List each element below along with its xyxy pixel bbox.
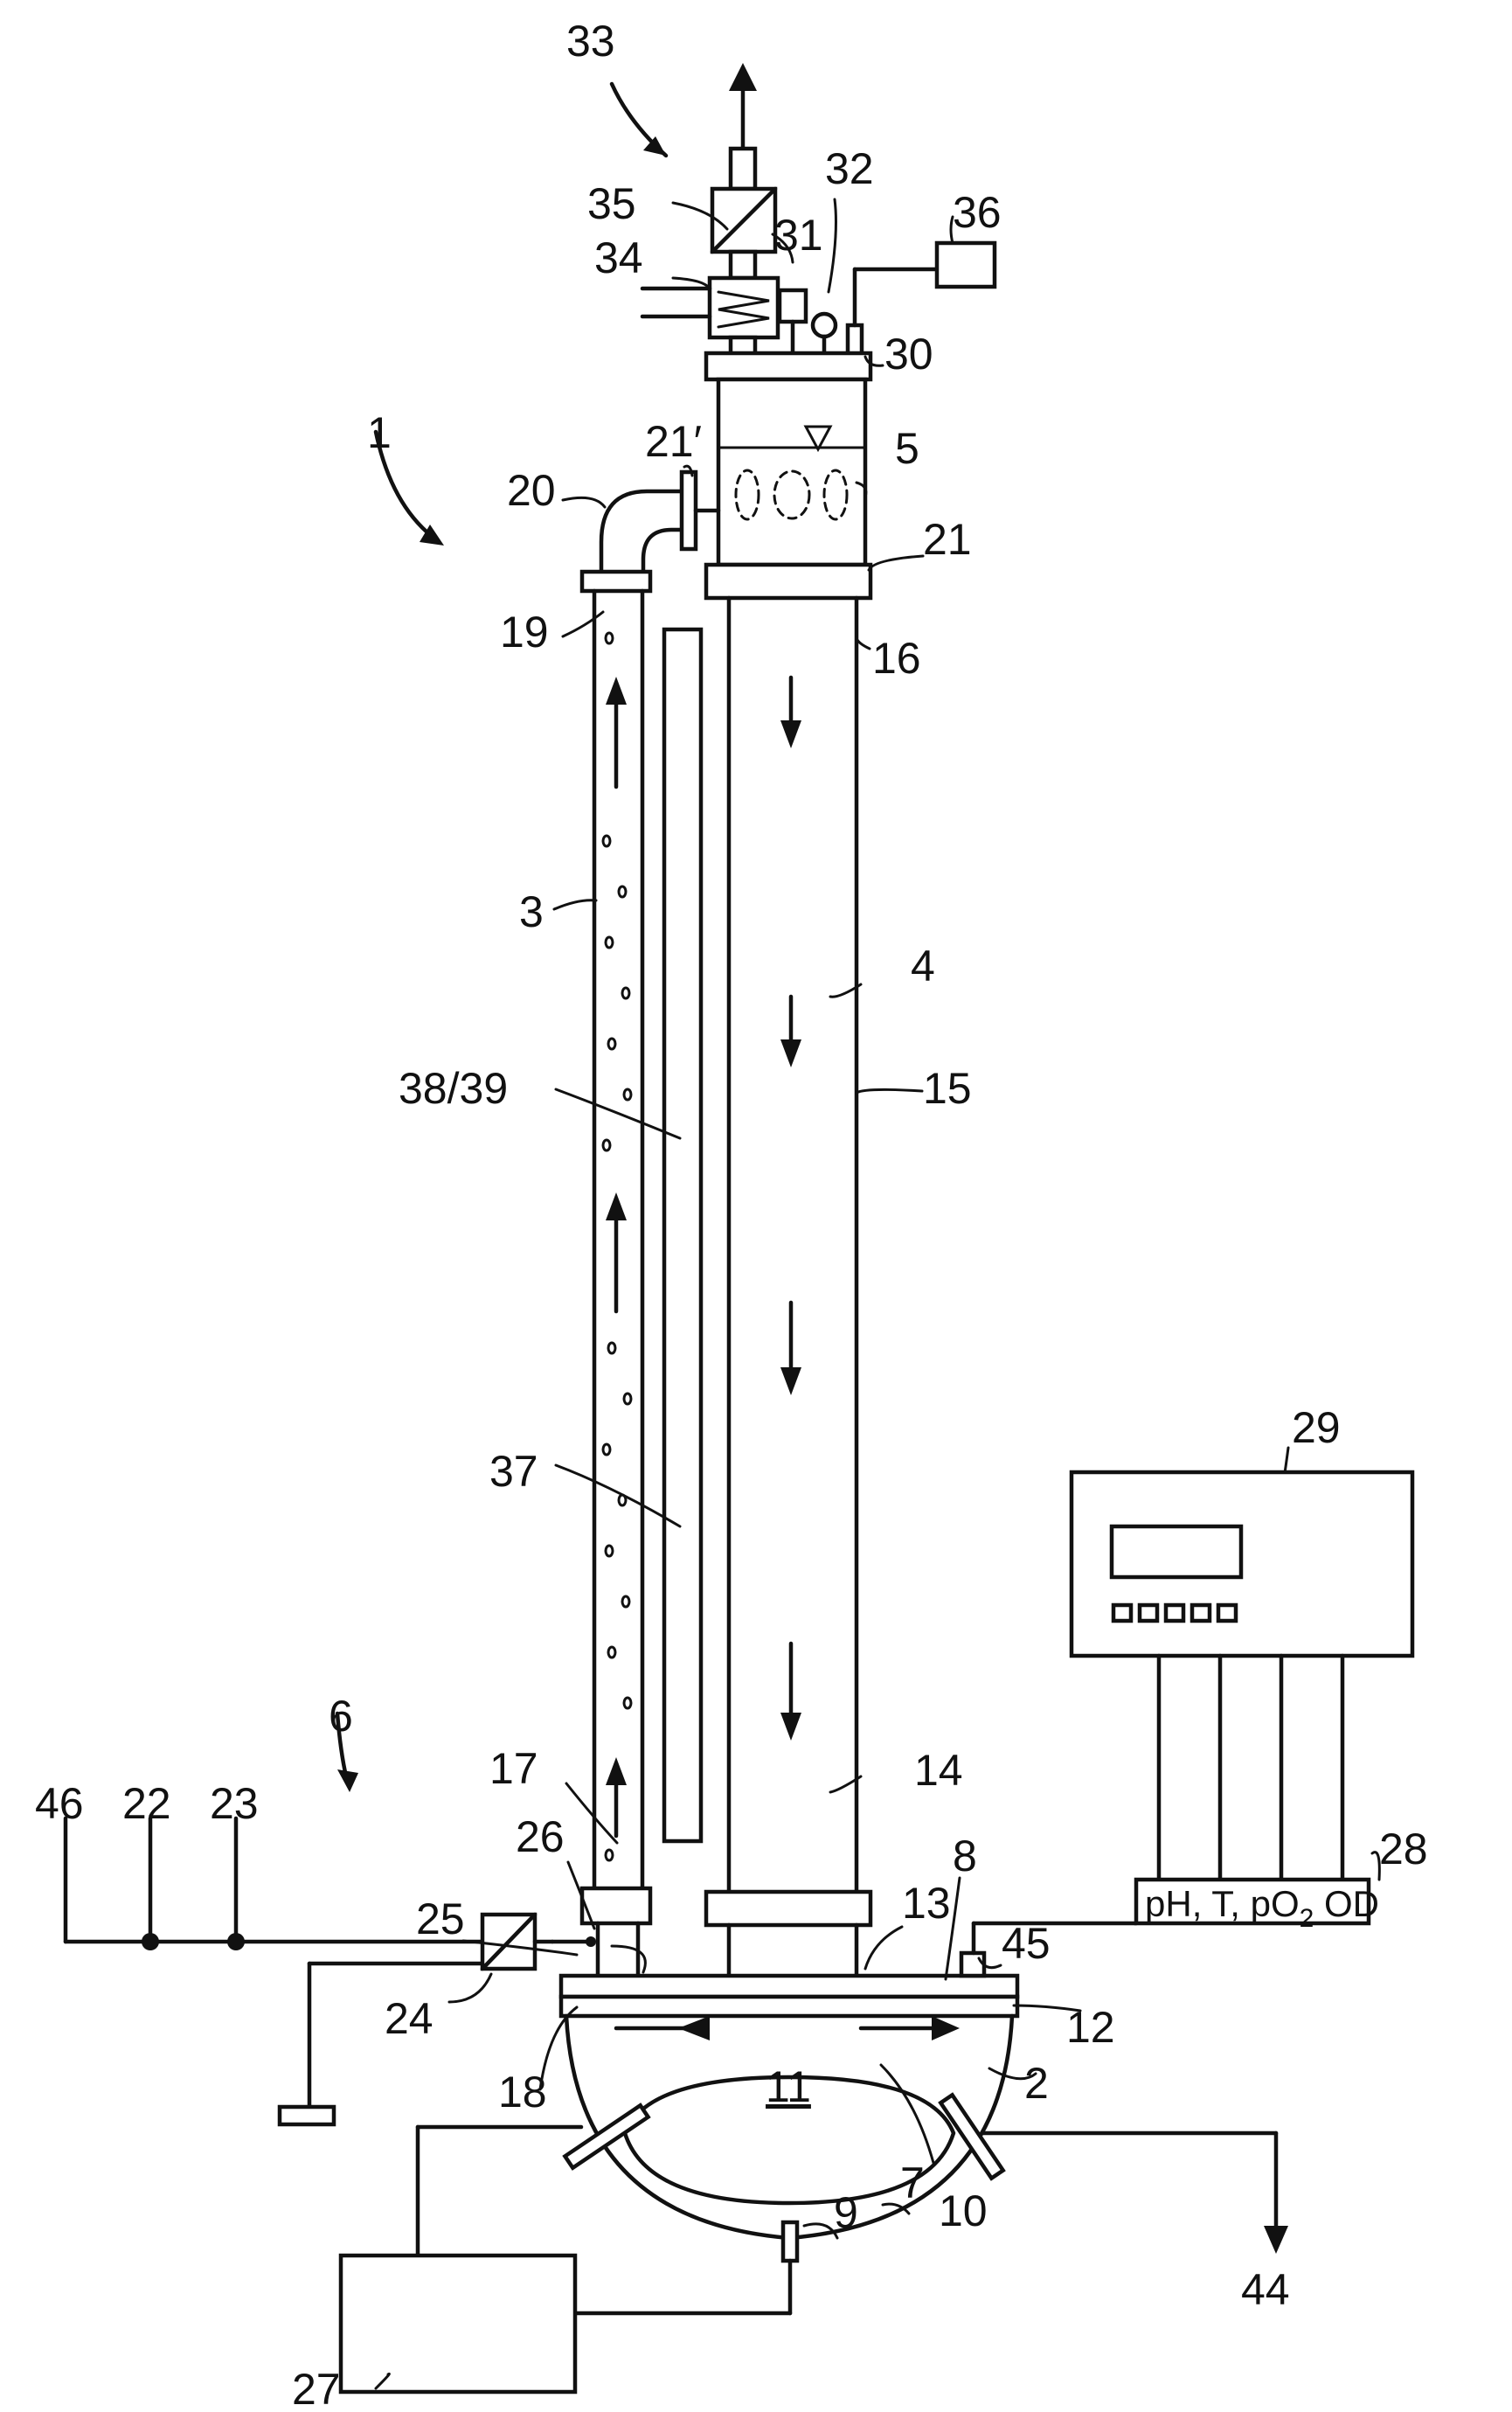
label-9: 9 bbox=[834, 2188, 858, 2237]
gas-bubble bbox=[606, 633, 613, 643]
label-22: 22 bbox=[122, 1779, 171, 1828]
label-21-prime: 21′ bbox=[645, 417, 702, 466]
label-3: 3 bbox=[519, 887, 544, 936]
label-46: 46 bbox=[35, 1779, 84, 1828]
label-10: 10 bbox=[939, 2186, 988, 2235]
flange-26 bbox=[582, 1888, 650, 1923]
label-26: 26 bbox=[516, 1812, 565, 1861]
label-12: 12 bbox=[1066, 2003, 1115, 2052]
flange-13 bbox=[706, 1892, 870, 1925]
label-21: 21 bbox=[923, 515, 972, 564]
label-28: 28 bbox=[1379, 1825, 1428, 1873]
flange-21 bbox=[706, 565, 870, 598]
controller-display bbox=[1112, 1526, 1241, 1577]
label-34: 34 bbox=[594, 233, 643, 282]
downcomer-4 bbox=[706, 598, 870, 1976]
label-1: 1 bbox=[367, 408, 392, 457]
gas-bubble bbox=[608, 1343, 615, 1353]
label-14: 14 bbox=[914, 1746, 963, 1795]
sensor-box-28: pH, T, pO2 OD bbox=[1136, 1880, 1379, 1933]
gas-bubble bbox=[608, 1039, 615, 1049]
label-35: 35 bbox=[587, 179, 636, 228]
label-18: 18 bbox=[498, 2068, 547, 2117]
gas-bubble bbox=[624, 1089, 631, 1100]
label-36: 36 bbox=[953, 188, 1002, 237]
label-8: 8 bbox=[953, 1832, 977, 1880]
gas-bubble bbox=[608, 1647, 615, 1658]
label-5: 5 bbox=[895, 424, 919, 473]
controller-button[interactable] bbox=[1166, 1605, 1183, 1621]
label-38-39: 38/39 bbox=[399, 1064, 508, 1113]
pump-27 bbox=[341, 2256, 575, 2392]
label-13: 13 bbox=[902, 1879, 951, 1928]
gauge-32 bbox=[813, 314, 836, 337]
gas-bubble bbox=[624, 1698, 631, 1708]
flange-21-prime bbox=[682, 472, 696, 549]
controller-button[interactable] bbox=[1192, 1605, 1210, 1621]
plate-12 bbox=[561, 1997, 1017, 2016]
gas-bubble bbox=[622, 988, 629, 998]
label-16: 16 bbox=[872, 634, 921, 683]
label-15: 15 bbox=[923, 1064, 972, 1113]
plate-8 bbox=[561, 1976, 1017, 1997]
gas-bubble bbox=[606, 1850, 613, 1860]
gas-bubble bbox=[624, 1394, 631, 1404]
gas-bubble bbox=[606, 937, 613, 948]
box-36 bbox=[937, 243, 995, 287]
condenser-34 bbox=[710, 278, 778, 337]
sensor-31 bbox=[780, 290, 806, 322]
controller-button[interactable] bbox=[1218, 1605, 1236, 1621]
controller-buttons bbox=[1113, 1605, 1236, 1621]
label-11: 11 bbox=[766, 2062, 811, 2111]
label-24: 24 bbox=[385, 1994, 433, 2043]
gas-bubble bbox=[603, 836, 610, 846]
label-37: 37 bbox=[489, 1447, 538, 1496]
label-17: 17 bbox=[489, 1744, 538, 1793]
label-29: 29 bbox=[1292, 1403, 1341, 1452]
sensor-box-label: pH, T, pO2 OD bbox=[1145, 1883, 1379, 1933]
label-27: 27 bbox=[292, 2365, 341, 2412]
label-20: 20 bbox=[507, 466, 556, 515]
gas-bubble bbox=[606, 1546, 613, 1556]
controller-button[interactable] bbox=[1113, 1605, 1131, 1621]
label-30: 30 bbox=[884, 330, 933, 379]
label-4: 4 bbox=[911, 942, 935, 991]
gas-bubble bbox=[619, 886, 626, 897]
label-23: 23 bbox=[210, 1779, 259, 1828]
label-6: 6 bbox=[329, 1692, 353, 1741]
light-source-37 bbox=[664, 629, 701, 1841]
gas-bubble bbox=[603, 1444, 610, 1455]
riser-arrows bbox=[606, 677, 627, 1836]
label-45: 45 bbox=[1002, 1919, 1051, 1968]
base-vessel-2 bbox=[341, 1923, 1288, 2392]
label-33: 33 bbox=[566, 17, 615, 66]
label-25: 25 bbox=[416, 1894, 465, 1943]
controller-29 bbox=[1072, 1472, 1412, 1880]
flange-19 bbox=[582, 572, 650, 591]
label-19: 19 bbox=[500, 608, 549, 657]
gas-bubble bbox=[622, 1596, 629, 1607]
label-2: 2 bbox=[1024, 2059, 1049, 2108]
label-32: 32 bbox=[825, 144, 874, 193]
lid-30 bbox=[706, 353, 870, 379]
controller-button[interactable] bbox=[1140, 1605, 1157, 1621]
label-44: 44 bbox=[1241, 2265, 1290, 2314]
gas-bubble bbox=[603, 1140, 610, 1150]
label-31: 31 bbox=[774, 211, 823, 260]
label-7: 7 bbox=[900, 2158, 925, 2207]
gas-supply bbox=[66, 1818, 552, 2124]
